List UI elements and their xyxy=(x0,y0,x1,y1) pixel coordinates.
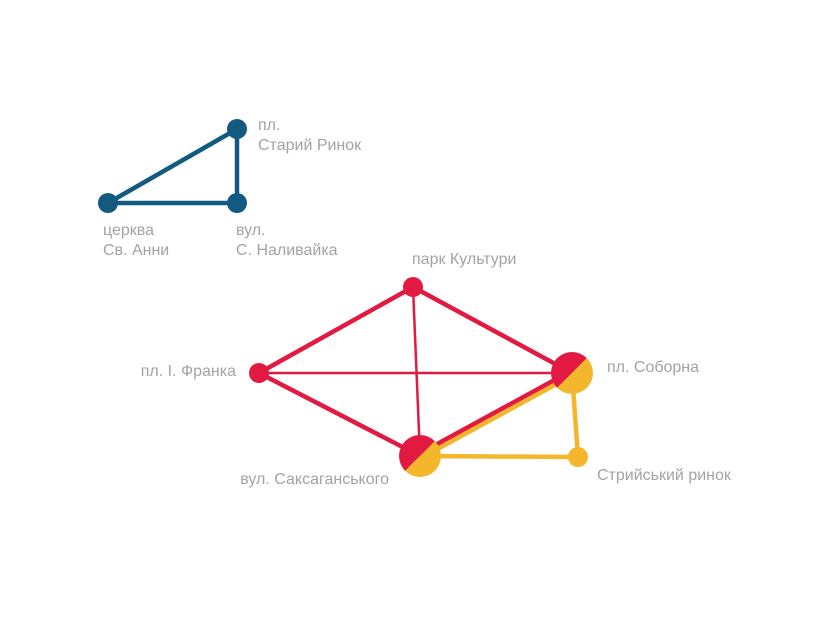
link-saksahanskoho-soborna-yellow xyxy=(418,372,576,461)
network-stops xyxy=(98,119,593,477)
link-st-anna-stary-rynok-blue xyxy=(105,126,240,206)
link-franka-saksahanskoho-red xyxy=(256,370,423,459)
stop-stary-rynok[interactable] xyxy=(227,119,247,139)
stop-st-anna[interactable] xyxy=(98,193,118,213)
link-franka-park-kultury-red xyxy=(256,284,416,376)
stop-saksahanskoho[interactable] xyxy=(399,435,441,477)
stop-saksahanskoho-half-red xyxy=(399,435,435,471)
stop-soborna-half-red xyxy=(551,352,587,388)
label-stryiskyi: Стрийський ринок xyxy=(597,467,731,484)
label-soborna: пл. Соборна xyxy=(607,359,700,376)
label-saksahanskoho: вул. Саксаганського xyxy=(240,471,389,488)
stop-soborna-half-yellow xyxy=(557,358,593,394)
link-saksahanskoho-soborna-red xyxy=(416,368,574,457)
stop-saksahanskoho-half-yellow xyxy=(405,441,441,477)
link-saksahanskoho-stryiskyi-yellow xyxy=(417,453,581,460)
label-franka: пл. І. Франка xyxy=(140,363,236,380)
stop-stryiskyi[interactable] xyxy=(568,447,588,467)
label-st-anna: церква Св. Анни xyxy=(103,222,170,259)
stop-franka[interactable] xyxy=(249,363,269,383)
stop-park-kultury[interactable] xyxy=(403,277,423,297)
label-park-kultury: парк Культури xyxy=(412,251,517,268)
label-stary-rynok: пл. Старий Ринок xyxy=(258,117,362,154)
network-links xyxy=(105,126,581,461)
stop-nalyvaika[interactable] xyxy=(227,193,247,213)
stop-soborna[interactable] xyxy=(551,352,593,394)
link-park-kultury-soborna-red xyxy=(410,284,575,376)
link-park-kultury-saksahanskoho-red xyxy=(411,285,422,458)
label-nalyvaika: вул. С. Наливайка xyxy=(236,222,338,259)
